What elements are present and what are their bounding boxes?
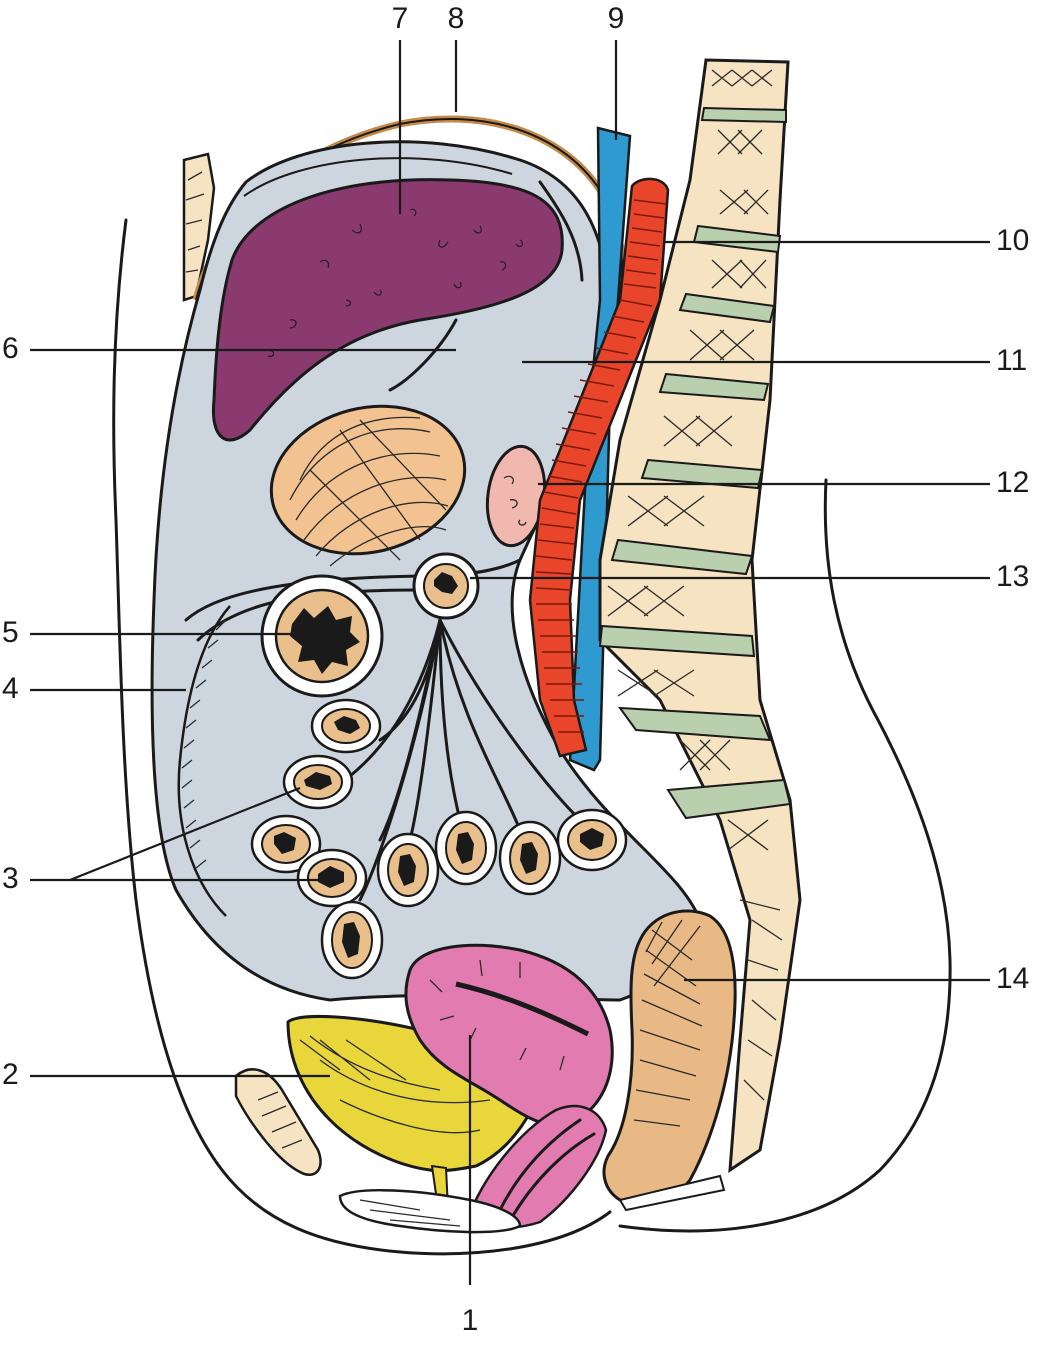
label-2: 2 xyxy=(2,1058,19,1091)
bowel-loop xyxy=(310,698,382,754)
leader-3a xyxy=(69,786,301,882)
transverse-colon-content xyxy=(290,606,360,674)
label-5: 5 xyxy=(2,616,19,649)
liver xyxy=(211,178,564,442)
body-outline-back xyxy=(618,478,952,1233)
pubic-bone xyxy=(234,1068,322,1176)
label-12: 12 xyxy=(996,466,1029,499)
bowel-loop xyxy=(296,848,368,908)
vagina xyxy=(466,1104,608,1230)
uterine-cavity xyxy=(455,981,590,1037)
bowel-loop xyxy=(282,754,354,810)
leader-lines xyxy=(30,40,990,1285)
bowel-loop xyxy=(498,820,562,896)
anal-canal xyxy=(618,1174,726,1212)
body-outline-front xyxy=(112,218,402,1254)
label-13: 13 xyxy=(996,560,1029,593)
label-6: 6 xyxy=(2,332,19,365)
number-labels: 1 2 3 4 5 6 7 8 9 10 11 12 13 14 xyxy=(2,2,1029,1337)
bowel-loop xyxy=(250,814,322,874)
liver-texture xyxy=(267,208,524,357)
label-3: 3 xyxy=(2,862,19,895)
aorta xyxy=(528,177,670,758)
label-4: 4 xyxy=(2,672,19,705)
intervertebral-discs xyxy=(598,106,792,820)
label-1: 1 xyxy=(462,1304,479,1337)
greater-omentum xyxy=(177,605,231,917)
bowel-loop xyxy=(434,810,498,886)
perineal-skin xyxy=(338,1188,522,1234)
vertebra-hatching xyxy=(607,69,783,1101)
small-intestine-loops xyxy=(250,698,628,980)
uterus xyxy=(404,943,614,1127)
bowel-loop xyxy=(320,900,384,980)
perineum-outline xyxy=(398,1210,612,1256)
bowel-loop xyxy=(556,808,628,872)
label-11: 11 xyxy=(996,344,1027,377)
stomach-folds xyxy=(289,416,449,567)
label-7: 7 xyxy=(392,2,409,35)
label-14: 14 xyxy=(996,962,1029,995)
stomach xyxy=(269,404,467,556)
vertebral-column xyxy=(598,58,802,1173)
peritoneal-inner-edge xyxy=(243,157,513,197)
label-8: 8 xyxy=(448,2,465,35)
aorta-rings xyxy=(535,199,667,733)
label-9: 9 xyxy=(608,2,625,35)
sternum xyxy=(182,152,216,302)
bowel-loop xyxy=(376,832,440,908)
label-10: 10 xyxy=(996,224,1029,257)
